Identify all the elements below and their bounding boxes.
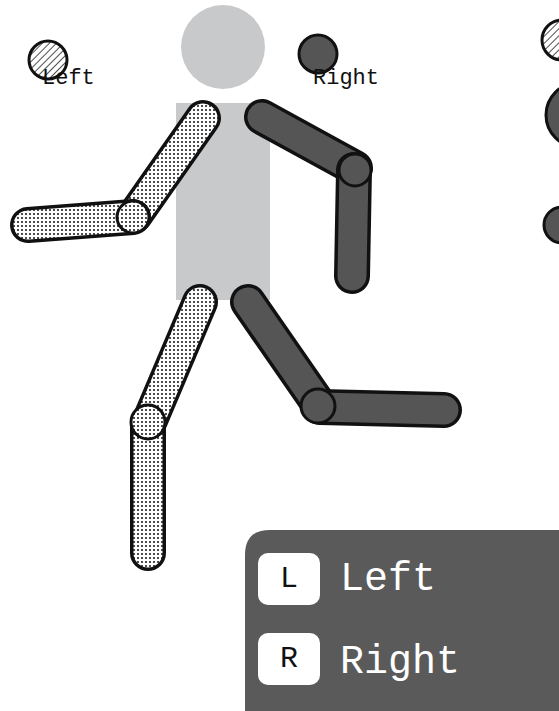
edge-circle — [542, 20, 559, 60]
legend-key-letter: L — [280, 564, 298, 594]
edge-circle — [546, 83, 559, 147]
side-label: Right — [313, 68, 379, 90]
legend-panel — [245, 530, 559, 711]
head — [181, 5, 265, 89]
edge-circle — [544, 207, 559, 243]
legend-key-letter: R — [280, 644, 298, 674]
legend-text: Left — [340, 560, 436, 600]
legend-badge: L — [258, 553, 320, 605]
legend-badge: R — [258, 633, 320, 685]
side-label: Left — [42, 68, 95, 90]
limbs — [28, 117, 444, 553]
legend-text: Right — [340, 643, 460, 683]
